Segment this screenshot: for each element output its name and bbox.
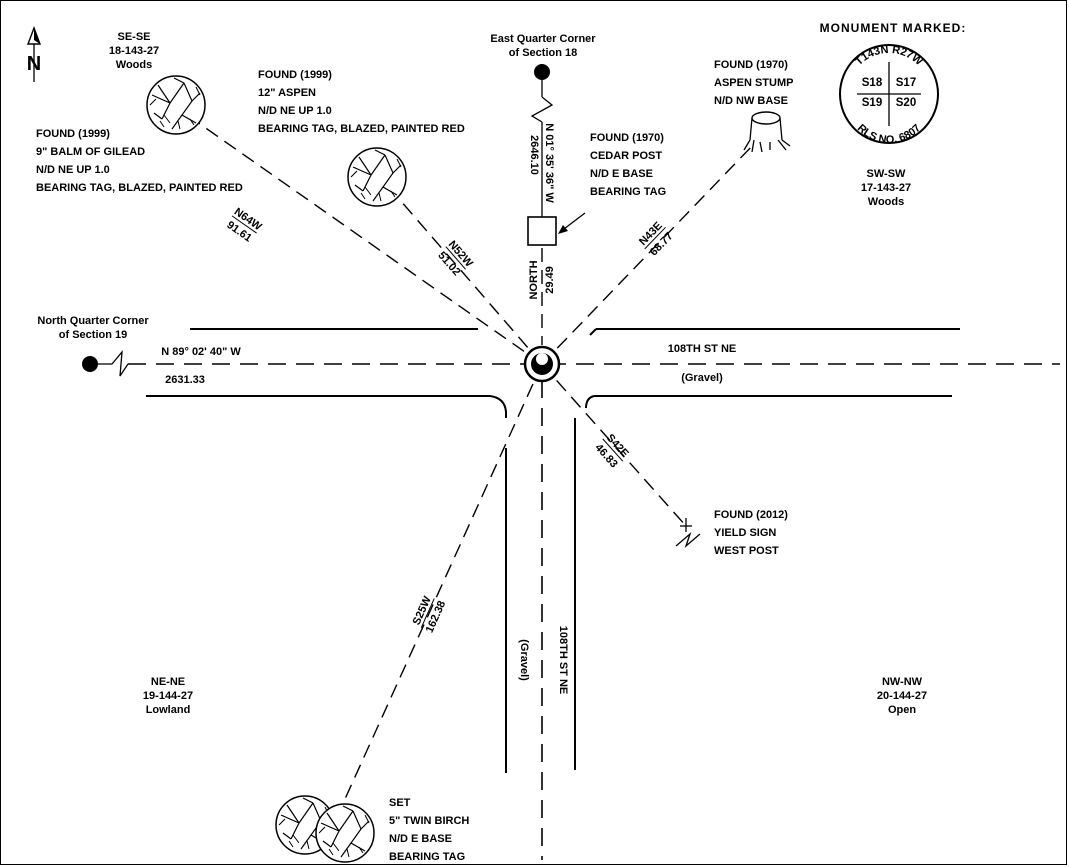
witness-aspen: FOUND (1999) 12" ASPEN N/D NE UP 1.0 BEA…	[258, 69, 465, 135]
tie-line-s42e	[541, 363, 687, 527]
aspen-stump-icon	[743, 111, 791, 153]
east-road-surface: (Gravel)	[681, 372, 723, 384]
svg-text:SE-SE: SE-SE	[117, 31, 150, 43]
svg-text:NW-NW: NW-NW	[882, 676, 923, 688]
svg-text:NORTH: NORTH	[528, 260, 540, 299]
svg-text:19-144-27: 19-144-27	[143, 690, 193, 702]
svg-text:BEARING TAG, BLAZED, PAINTED R: BEARING TAG, BLAZED, PAINTED RED	[258, 123, 465, 135]
north-section-bearing: N 01° 35' 36" W	[543, 123, 555, 203]
section-corner-monument-icon	[523, 345, 561, 383]
yield-sign-post-icon	[675, 518, 701, 549]
quadrant-sw-sw: SW-SW 17-143-27 Woods	[861, 168, 911, 208]
svg-text:ASPEN STUMP: ASPEN STUMP	[714, 77, 793, 89]
quadrant-nw-nw: NW-NW 20-144-27 Open	[877, 676, 927, 716]
seal-s20: S20	[896, 97, 916, 109]
svg-text:North Quarter Corner: North Quarter Corner	[37, 315, 149, 327]
svg-text:Lowland: Lowland	[146, 704, 191, 716]
north-section-distance: 2646.10	[528, 135, 540, 175]
east-quarter-corner-label: East Quarter Corner of Section 18	[490, 33, 596, 59]
svg-text:YIELD SIGN: YIELD SIGN	[714, 527, 776, 539]
quadrant-se-se: SE-SE 18-143-27 Woods	[109, 31, 159, 71]
tie-line-n52w	[399, 199, 543, 365]
north-label: N	[27, 53, 41, 75]
svg-text:FOUND (1970): FOUND (1970)	[714, 59, 788, 71]
bearing-n52w: N52W 51.02	[435, 239, 475, 279]
svg-text:N/D NE UP 1.0: N/D NE UP 1.0	[36, 164, 110, 176]
seal-s19: S19	[862, 97, 882, 109]
svg-text:(Gravel): (Gravel)	[518, 639, 530, 681]
seal-s18: S18	[862, 77, 883, 89]
bearing-north: NORTH 29.49	[528, 260, 556, 299]
tie-line-n43e	[541, 142, 756, 365]
east-quarter-corner-marker	[534, 64, 550, 80]
monument-seal-icon: S18 S17 S19 S20 T143N R27W RLS NO. 6807	[839, 44, 939, 146]
svg-text:5" TWIN BIRCH: 5" TWIN BIRCH	[389, 815, 469, 827]
south-road-surface: (Gravel)	[518, 639, 530, 681]
svg-text:Woods: Woods	[116, 59, 152, 71]
svg-text:N 01° 35' 36" W: N 01° 35' 36" W	[543, 123, 555, 203]
svg-text:9" BALM OF GILEAD: 9" BALM OF GILEAD	[36, 146, 145, 158]
svg-text:WEST POST: WEST POST	[714, 545, 779, 557]
svg-text:SET: SET	[389, 797, 411, 809]
witness-aspen-stump: FOUND (1970) ASPEN STUMP N/D NW BASE	[714, 59, 793, 107]
cedar-post-icon	[527, 212, 586, 246]
svg-text:FOUND (1970): FOUND (1970)	[590, 132, 664, 144]
svg-text:Open: Open	[888, 704, 916, 716]
svg-text:CEDAR POST: CEDAR POST	[590, 150, 662, 162]
bearing-s42e: S42E 46.83	[592, 432, 630, 470]
north-arrow-icon: N	[27, 26, 41, 82]
witness-yield-sign: FOUND (2012) YIELD SIGN WEST POST	[714, 509, 788, 557]
north-quarter-corner-marker	[82, 356, 98, 372]
west-section-bearing: N 89° 02' 40" W	[161, 346, 241, 358]
svg-text:FOUND (2012): FOUND (2012)	[714, 509, 788, 521]
witness-balm-of-gilead: FOUND (1999) 9" BALM OF GILEAD N/D NE UP…	[36, 128, 243, 194]
quadrant-ne-ne: NE-NE 19-144-27 Lowland	[143, 676, 193, 716]
svg-text:of Section 19: of Section 19	[59, 329, 127, 341]
svg-text:of Section 18: of Section 18	[509, 47, 577, 59]
svg-text:N/D NW BASE: N/D NW BASE	[714, 95, 788, 107]
svg-text:BEARING TAG: BEARING TAG	[389, 851, 465, 863]
svg-text:East Quarter Corner: East Quarter Corner	[490, 33, 596, 45]
west-section-break	[82, 350, 129, 377]
svg-text:20-144-27: 20-144-27	[877, 690, 927, 702]
svg-text:FOUND (1999): FOUND (1999)	[258, 69, 332, 81]
svg-text:N/D E BASE: N/D E BASE	[389, 833, 452, 845]
tie-line-s25w	[339, 363, 543, 811]
svg-text:BEARING TAG: BEARING TAG	[590, 186, 666, 198]
svg-text:N/D E BASE: N/D E BASE	[590, 168, 653, 180]
north-quarter-corner-label: North Quarter Corner of Section 19	[37, 315, 149, 341]
svg-text:SW-SW: SW-SW	[867, 168, 906, 180]
monument-heading: MONUMENT MARKED:	[820, 21, 967, 35]
svg-text:108TH ST NE: 108TH ST NE	[557, 626, 569, 694]
bearing-n43e: N43E 68.77	[637, 220, 676, 259]
svg-text:N/D NE UP 1.0: N/D NE UP 1.0	[258, 105, 332, 117]
svg-text:NE-NE: NE-NE	[151, 676, 185, 688]
tie-line-n64w	[179, 109, 543, 365]
svg-text:BEARING TAG, BLAZED, PAINTED R: BEARING TAG, BLAZED, PAINTED RED	[36, 182, 243, 194]
south-road-name: 108TH ST NE	[557, 626, 569, 694]
svg-text:Woods: Woods	[868, 196, 904, 208]
svg-text:FOUND (1999): FOUND (1999)	[36, 128, 110, 140]
svg-text:17-143-27: 17-143-27	[861, 182, 911, 194]
seal-s17: S17	[896, 77, 916, 89]
svg-text:12" ASPEN: 12" ASPEN	[258, 87, 316, 99]
west-section-distance: 2631.33	[165, 374, 205, 386]
witness-twin-birch: SET 5" TWIN BIRCH N/D E BASE BEARING TAG	[389, 797, 469, 863]
svg-text:2646.10: 2646.10	[528, 135, 540, 175]
balm-of-gilead-tree-icon	[146, 75, 206, 135]
aspen-tree-icon	[347, 147, 407, 207]
svg-text:18-143-27: 18-143-27	[109, 45, 159, 57]
east-road-name: 108TH ST NE	[668, 343, 736, 355]
bearing-n64w: N64W 91.61	[224, 206, 264, 245]
north-section-line	[530, 64, 554, 217]
witness-cedar-post: FOUND (1970) CEDAR POST N/D E BASE BEARI…	[590, 132, 666, 198]
road-edges	[146, 328, 960, 773]
twin-birch-tree-icon-2	[315, 803, 375, 863]
svg-text:29.49: 29.49	[544, 266, 556, 294]
